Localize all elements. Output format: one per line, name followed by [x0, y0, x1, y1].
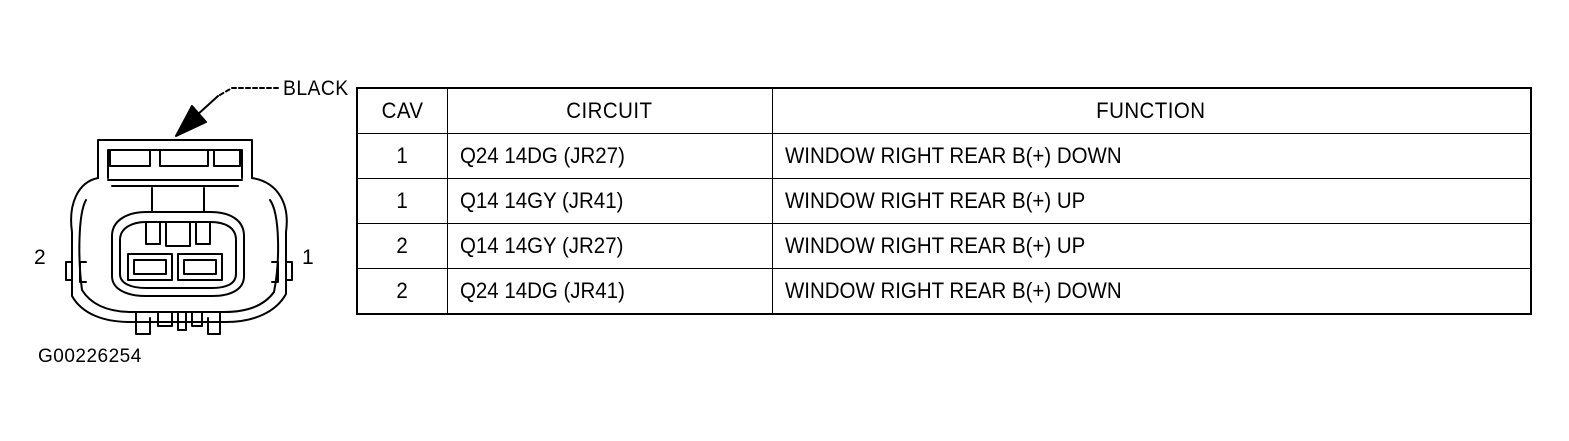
connector-cavity-housing: [111, 187, 245, 297]
connector-latch: [97, 139, 253, 187]
terminal-cavity-2: [127, 253, 173, 281]
connector-diagram: [65, 87, 293, 335]
cell-cav: 1: [356, 133, 448, 179]
table-row: 1 Q14 14GY (JR41) WINDOW RIGHT REAR B(+)…: [356, 178, 1532, 224]
table-row: 1 Q24 14DG (JR27) WINDOW RIGHT REAR B(+)…: [356, 133, 1532, 179]
cell-function: WINDOW RIGHT REAR B(+) UP: [771, 223, 1532, 269]
cell-circuit: Q24 14DG (JR41): [446, 268, 773, 315]
cell-circuit: Q24 14DG (JR27): [446, 133, 773, 179]
cell-cav: 1: [356, 178, 448, 224]
table-row: 2 Q24 14DG (JR41) WINDOW RIGHT REAR B(+)…: [356, 268, 1532, 315]
header-circuit: CIRCUIT: [446, 87, 773, 134]
figure-id: G00226254: [38, 346, 142, 367]
cell-function: WINDOW RIGHT REAR B(+) DOWN: [771, 133, 1532, 179]
header-function: FUNCTION: [771, 87, 1532, 134]
pinout-table: CAV CIRCUIT FUNCTION 1 Q24 14DG (JR27) W…: [356, 87, 1532, 315]
connector-body: [65, 177, 293, 323]
terminal-cavity-1: [177, 253, 223, 281]
cell-circuit: Q14 14GY (JR27): [446, 223, 773, 269]
pin-number-right: 1: [302, 246, 314, 269]
connector-color-label: BLACK: [283, 77, 349, 100]
pin-number-left: 2: [34, 246, 46, 269]
cell-cav: 2: [356, 223, 448, 269]
color-leader-line: [175, 87, 279, 137]
cell-function: WINDOW RIGHT REAR B(+) UP: [771, 178, 1532, 224]
table-row: 2 Q14 14GY (JR27) WINDOW RIGHT REAR B(+)…: [356, 223, 1532, 269]
table-header-row: CAV CIRCUIT FUNCTION: [356, 87, 1532, 134]
header-cav: CAV: [356, 87, 448, 134]
cell-cav: 2: [356, 268, 448, 315]
cell-circuit: Q14 14GY (JR41): [446, 178, 773, 224]
cell-function: WINDOW RIGHT REAR B(+) DOWN: [771, 268, 1532, 315]
connector-bottom-feet: [135, 311, 221, 335]
